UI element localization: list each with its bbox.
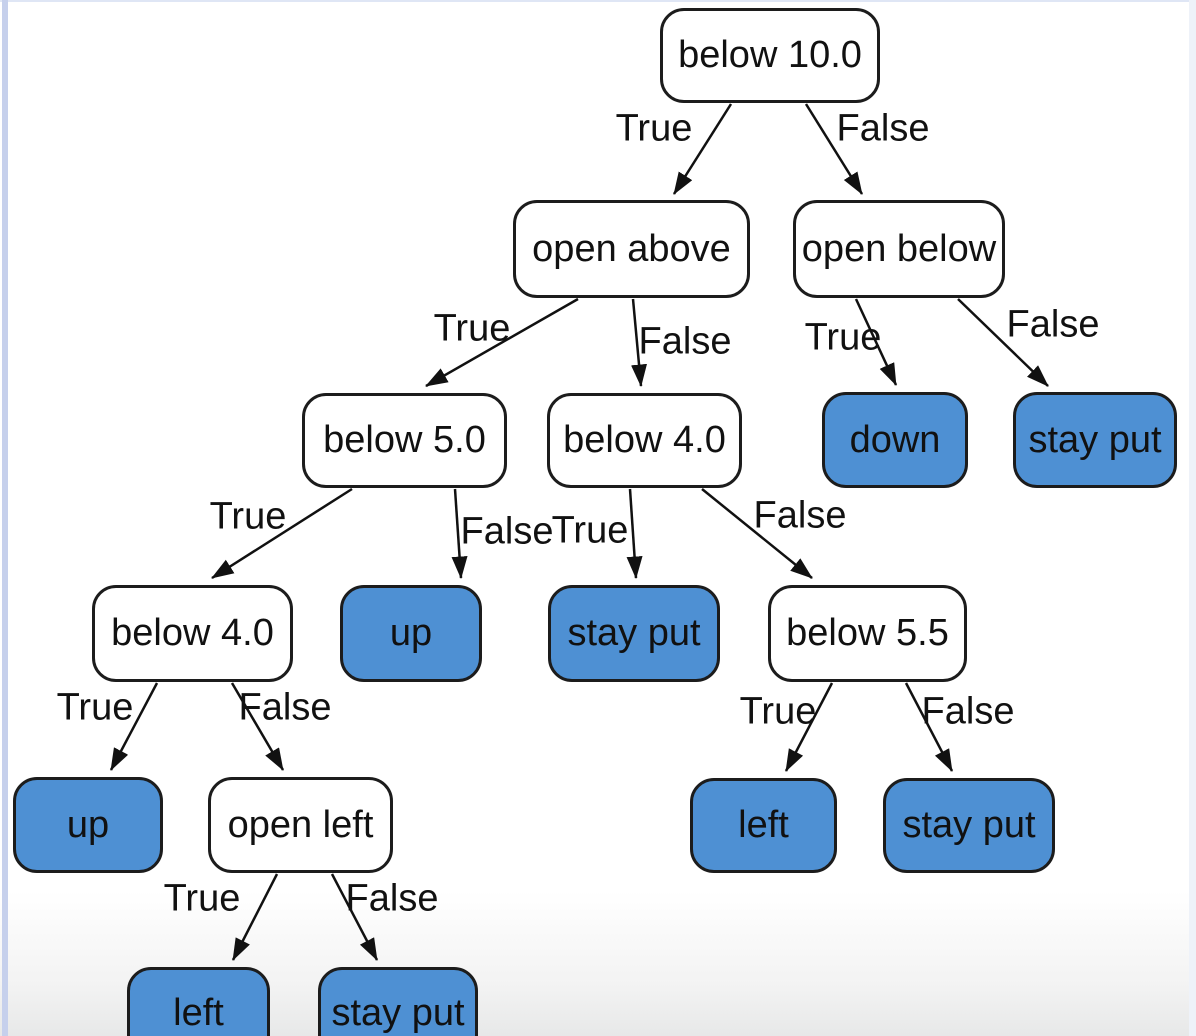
tree-node-open-left: open left <box>208 777 393 873</box>
tree-node-stay-put-br: stay put <box>883 778 1055 873</box>
edge-below-5-5-to-stay-put-br <box>904 682 954 772</box>
tree-node-stay-put-tr: stay put <box>1013 392 1177 488</box>
edge-label-false: False <box>836 107 930 150</box>
left-edge-strip <box>2 0 8 1036</box>
tree-node-left-bottom: left <box>127 967 270 1036</box>
tree-node-below-4-0-mid: below 4.0 <box>547 393 742 488</box>
tree-node-up-bottom-left: up <box>13 777 163 873</box>
edge-below-4-0-mid-to-below-5-5 <box>701 488 813 579</box>
edge-root-to-open-below <box>804 103 864 195</box>
tree-node-left-mid: left <box>690 778 837 873</box>
tree-node-stay-put-mid: stay put <box>548 585 720 682</box>
edge-label-false: False <box>753 494 847 537</box>
tree-node-root: below 10.0 <box>660 8 880 103</box>
edge-label-false: False <box>638 320 732 363</box>
edge-open-above-to-below-5-0 <box>425 297 579 388</box>
edge-below-4-0-left-to-up-bottom-left <box>109 682 159 771</box>
edge-label-true: True <box>209 495 287 538</box>
edge-label-true: True <box>615 107 693 150</box>
edge-label-false: False <box>921 690 1015 733</box>
edge-label-true: True <box>804 316 882 359</box>
edge-below-5-0-to-up-mid <box>451 488 468 579</box>
edge-open-above-to-below-4-0-mid <box>631 298 647 387</box>
edge-label-false: False <box>345 877 439 920</box>
top-edge-strip <box>0 0 1196 2</box>
edge-root-to-open-above <box>672 103 733 195</box>
edge-open-below-to-stay-put-tr <box>957 298 1049 387</box>
tree-node-open-below: open below <box>793 200 1005 298</box>
edge-open-left-to-left-bottom <box>231 873 279 961</box>
edge-below-4-0-left-to-open-left <box>230 682 285 771</box>
tree-node-below-5-5: below 5.5 <box>768 585 967 682</box>
edge-label-false: False <box>460 510 554 553</box>
edge-label-true: True <box>739 690 817 733</box>
edge-label-false: False <box>238 686 332 729</box>
tree-node-open-above: open above <box>513 200 750 298</box>
edge-label-true: True <box>551 509 629 552</box>
right-edge-strip <box>1189 0 1196 1036</box>
edge-label-true: True <box>433 307 511 350</box>
tree-node-below-5-0: below 5.0 <box>302 393 507 488</box>
tree-node-up-mid: up <box>340 585 482 682</box>
edge-below-4-0-mid-to-stay-put-mid <box>626 488 643 579</box>
edge-label-false: False <box>1006 303 1100 346</box>
tree-node-stay-put-bottom: stay put <box>318 967 478 1036</box>
edge-below-5-0-to-below-4-0-left <box>211 487 353 580</box>
edge-open-left-to-stay-put-bottom <box>330 873 379 961</box>
edge-open-below-to-down <box>854 298 898 386</box>
tree-node-below-4-0-left: below 4.0 <box>92 585 293 682</box>
edge-label-true: True <box>163 877 241 920</box>
edge-label-true: True <box>56 686 134 729</box>
edge-below-5-5-to-left-mid <box>784 682 834 772</box>
tree-node-down: down <box>822 392 968 488</box>
